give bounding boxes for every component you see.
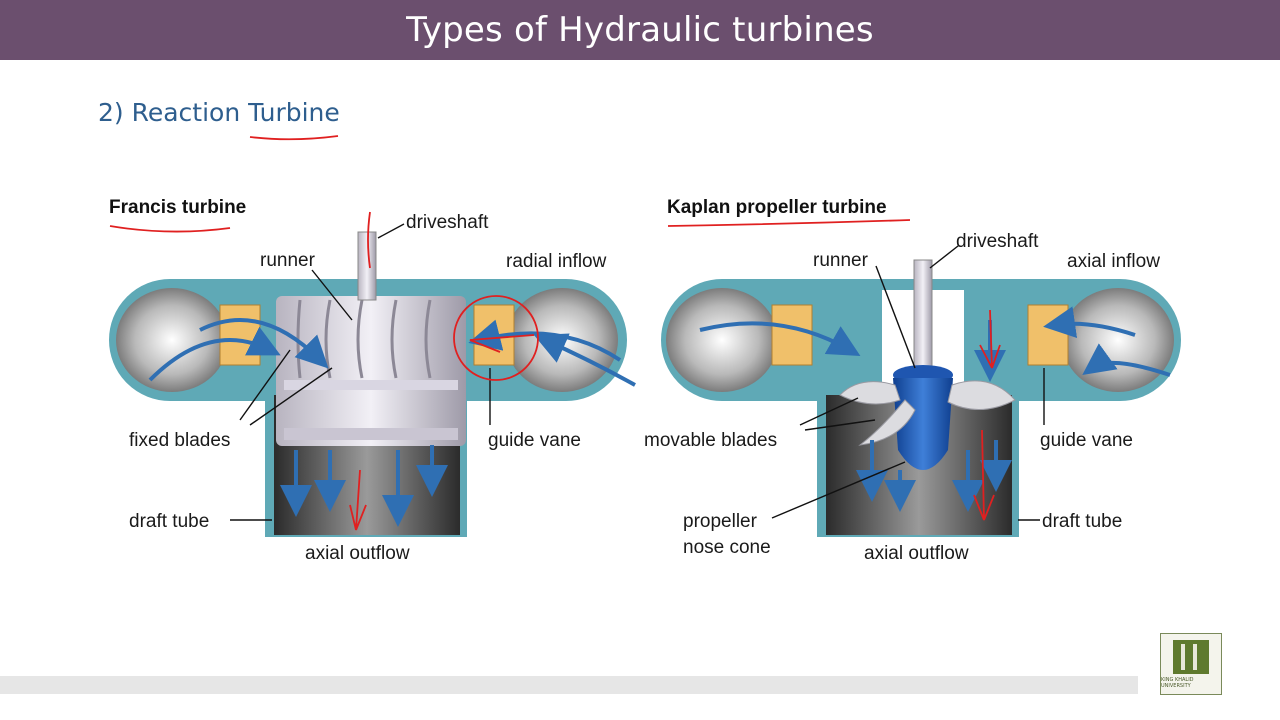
- slide-subtitle: 2) Reaction Turbine: [98, 98, 340, 127]
- university-logo: KING KHALID UNIVERSITY: [1160, 633, 1222, 695]
- kaplan-label-axial-inflow: axial inflow: [1067, 251, 1160, 272]
- kaplan-volute-left: [666, 288, 778, 392]
- kaplan-label-nose-cone: nose cone: [683, 537, 771, 558]
- francis-volute-left: [116, 288, 228, 392]
- kaplan-label-propeller: propeller: [683, 511, 758, 532]
- francis-label-draft-tube: draft tube: [129, 511, 209, 532]
- kaplan-label-draft-tube: draft tube: [1042, 511, 1122, 532]
- francis-volute-right: [506, 288, 618, 392]
- francis-driveshaft-shape: [357, 231, 377, 301]
- kaplan-nose-cone-shape: [893, 378, 953, 470]
- kaplan-label-runner: runner: [813, 250, 869, 271]
- francis-label-radial-inflow: radial inflow: [506, 251, 607, 272]
- francis-label-guide-vane: guide vane: [488, 430, 581, 451]
- francis-ink-annotations: [109, 211, 539, 531]
- kaplan-label-axial-outflow: axial outflow: [864, 543, 969, 564]
- francis-heading: Francis turbine: [109, 197, 246, 218]
- francis-label-driveshaft: driveshaft: [406, 212, 489, 233]
- francis-label-axial-outflow: axial outflow: [305, 543, 410, 564]
- title-bar: Types of Hydraulic turbines: [0, 0, 1280, 60]
- kaplan-guide-vane-right: [1027, 304, 1069, 366]
- logo-caption: KING KHALID UNIVERSITY: [1161, 676, 1194, 689]
- kaplan-heading: Kaplan propeller turbine: [667, 197, 887, 218]
- logo-mark-icon: [1173, 639, 1209, 674]
- kaplan-label-movable-blades: movable blades: [644, 430, 777, 451]
- subtitle-ink-underline: [249, 135, 339, 141]
- kaplan-blades-shape: [839, 380, 1016, 446]
- kaplan-volute-right: [1062, 288, 1174, 392]
- footer-bar: [0, 676, 1138, 694]
- francis-guide-vane-left: [219, 304, 261, 366]
- kaplan-label-driveshaft: driveshaft: [956, 231, 1039, 252]
- francis-diagram: Francis turbine driveshaft runner radial…: [107, 197, 636, 564]
- slide-title: Types of Hydraulic turbines: [406, 10, 874, 50]
- kaplan-driveshaft-shape: [913, 259, 933, 369]
- kaplan-ink-annotations: [667, 219, 1001, 521]
- kaplan-label-guide-vane: guide vane: [1040, 430, 1133, 451]
- francis-runner-shape: [276, 296, 466, 446]
- francis-label-runner: runner: [260, 250, 316, 271]
- kaplan-guide-vane-left: [771, 304, 813, 366]
- francis-label-fixed-blades: fixed blades: [129, 430, 230, 451]
- kaplan-diagram: Kaplan propeller turbine driveshaft runn…: [644, 197, 1183, 564]
